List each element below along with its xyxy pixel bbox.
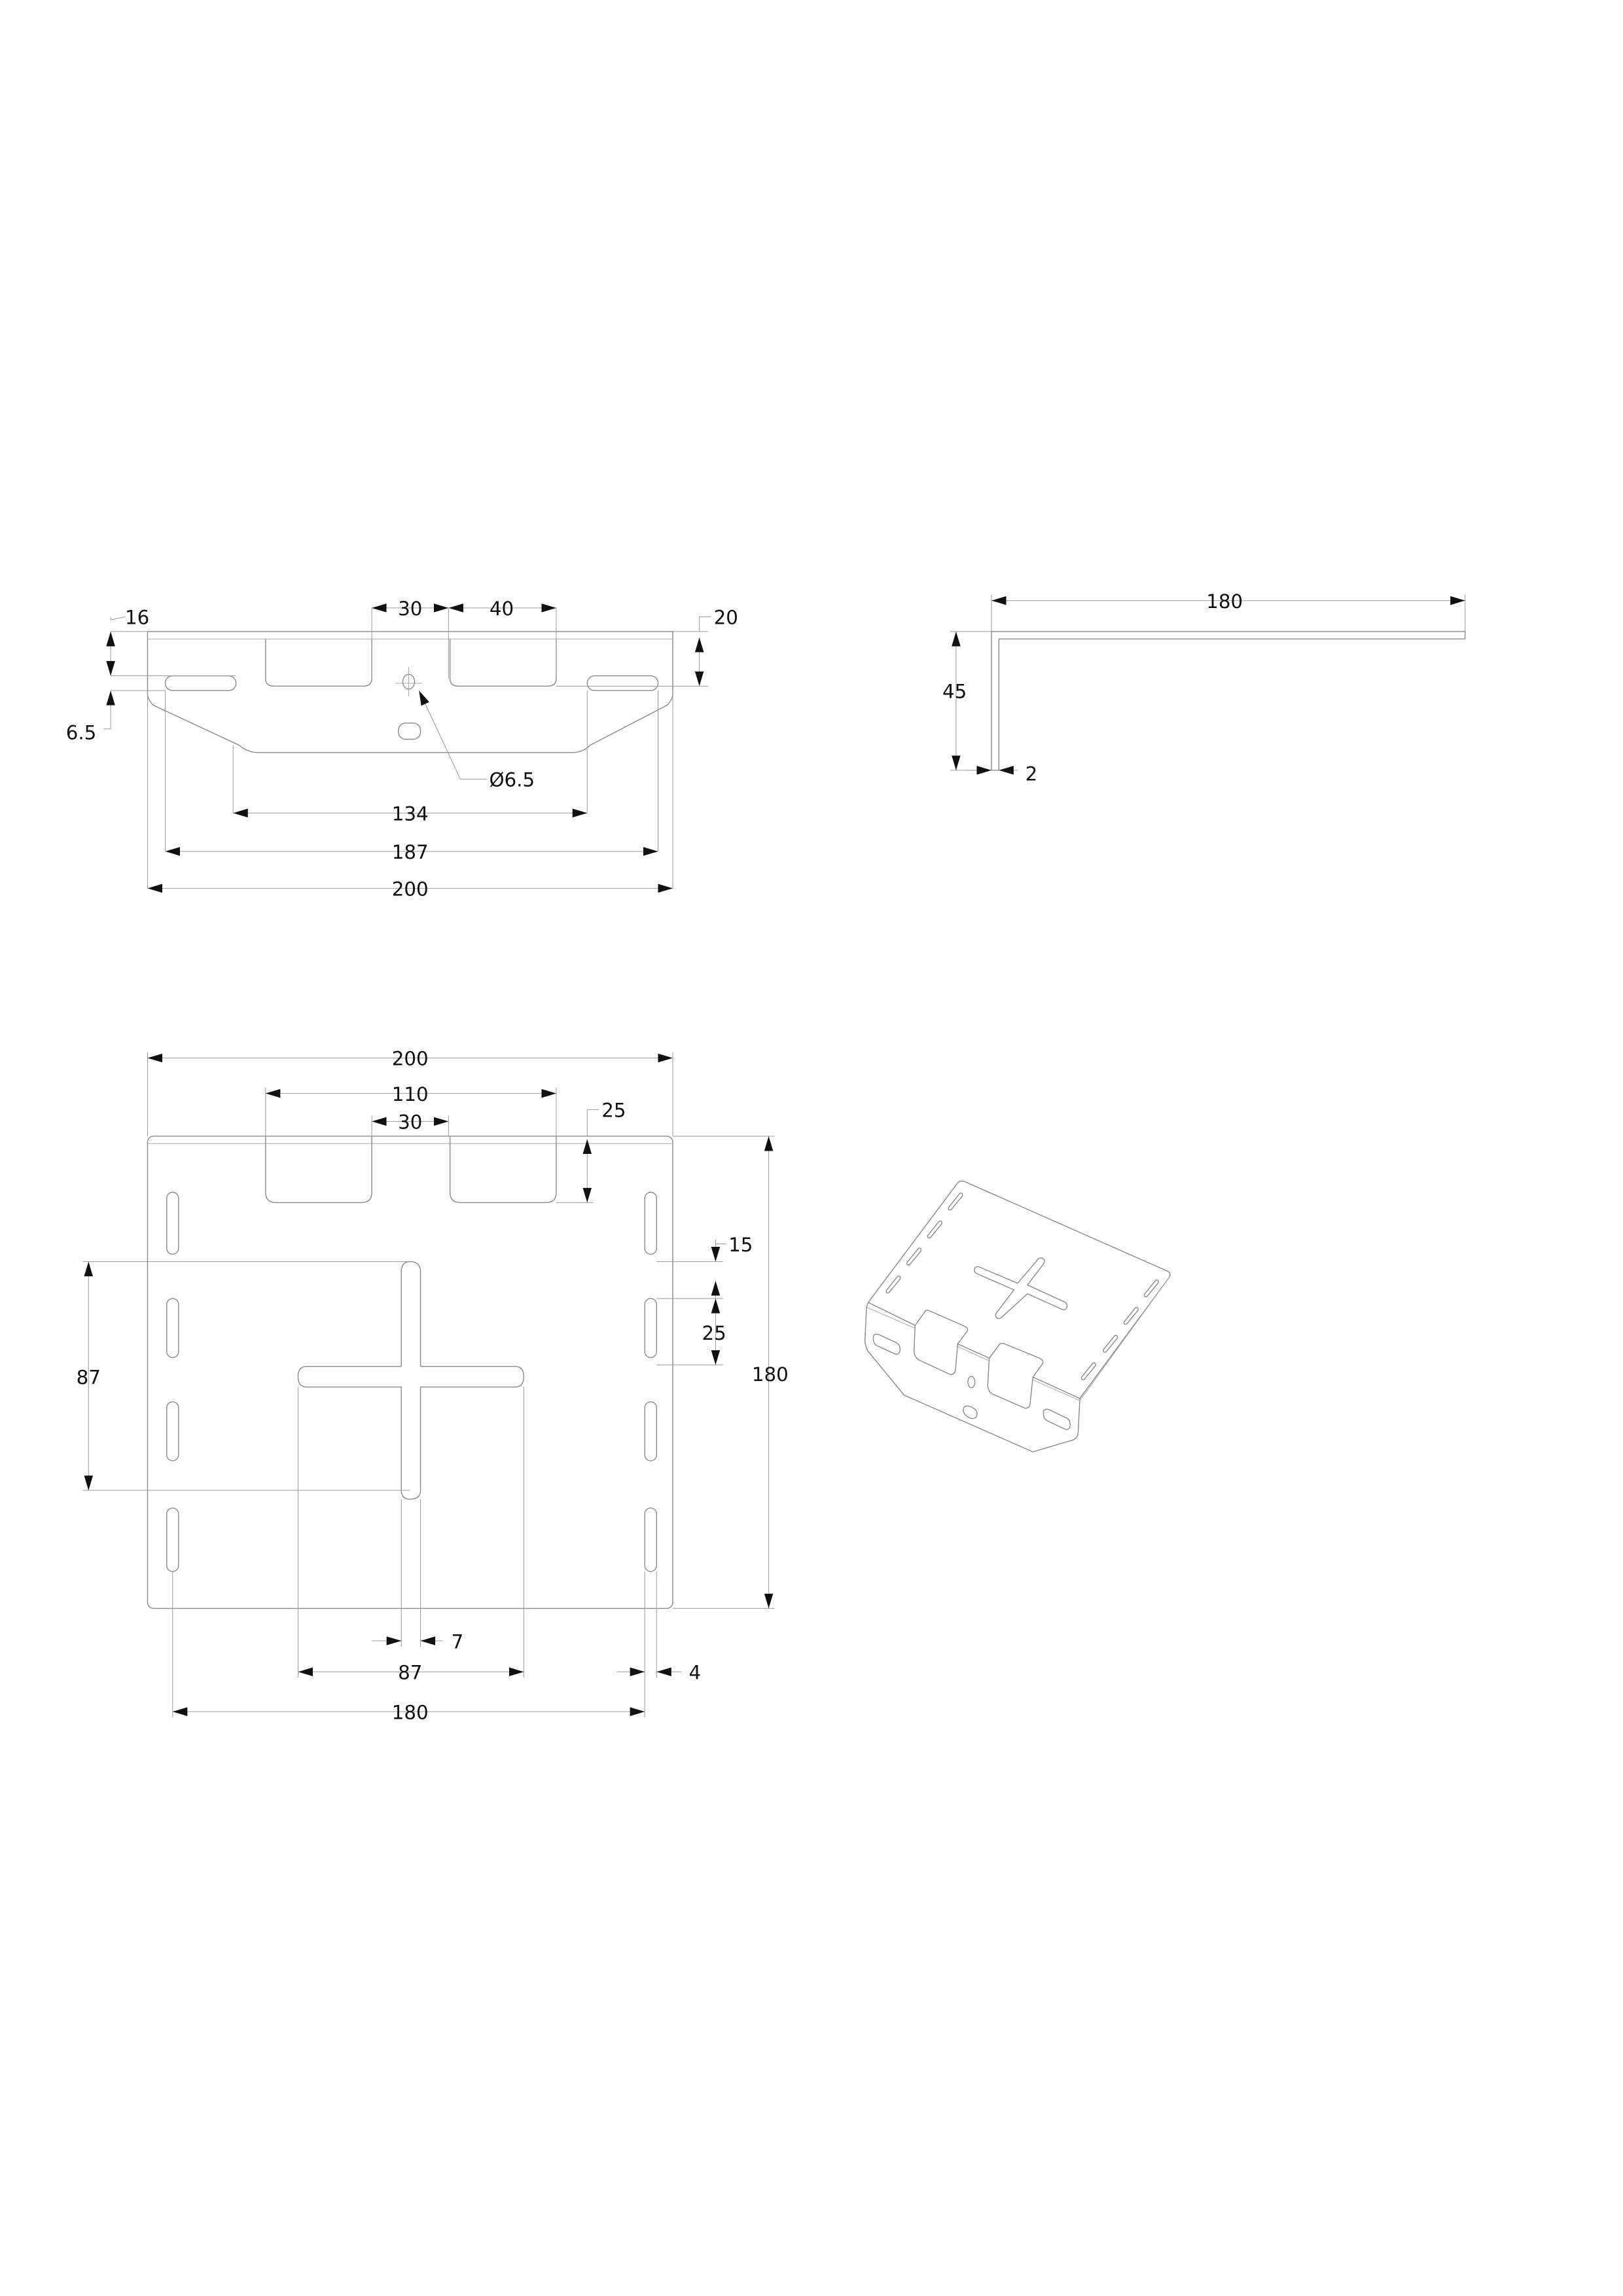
dim-40-label: 40 [490, 598, 514, 620]
notch-right [450, 639, 556, 686]
iso-notch-right [988, 1358, 1033, 1408]
iso-front-flange [865, 1302, 1080, 1452]
iso-center-slot [963, 1406, 977, 1418]
top-dim-180-horizontal-label: 180 [392, 1701, 429, 1723]
iso-slot-left [873, 1334, 900, 1354]
top-dim-87-horizontal-label: 87 [398, 1662, 422, 1684]
top-view: 200 110 30 25 15 25 180 87 [77, 1048, 789, 1724]
top-dim-200-label: 200 [392, 1048, 429, 1070]
right-slots [645, 1193, 656, 1571]
dim-200-label: 200 [392, 878, 429, 900]
top-dim-7-label: 7 [452, 1630, 464, 1653]
top-view-outline [147, 1136, 673, 1608]
front-view-outline [147, 632, 673, 753]
top-dim-25-right-label: 25 [702, 1322, 726, 1344]
top-dim-25-label: 25 [601, 1100, 626, 1122]
iso-center-hole [968, 1376, 975, 1388]
top-dim-180-vertical-label: 180 [752, 1363, 789, 1386]
dim-134-label: 134 [392, 803, 429, 825]
slot-right [587, 676, 658, 691]
top-dim-15-label: 15 [728, 1234, 753, 1256]
side-dim-180-label: 180 [1206, 590, 1243, 613]
front-view: 30 40 16 6.5 20 Ø6.5 134 187 200 [66, 598, 738, 900]
iso-slot-right [1043, 1409, 1070, 1429]
iso-slots-left-row [886, 1193, 963, 1293]
dim-30-label: 30 [398, 598, 422, 620]
left-slots [167, 1193, 179, 1571]
iso-cross-cutout [974, 1258, 1067, 1319]
iso-top-face [868, 1181, 1170, 1399]
top-notch-left [266, 1136, 372, 1202]
side-dim-2-label: 2 [1026, 763, 1038, 785]
isometric-view [865, 1181, 1170, 1452]
hole-diameter-label: Ø6.5 [489, 769, 535, 791]
dim-20-label: 20 [714, 607, 738, 629]
iso-notch-left [914, 1325, 958, 1374]
side-view: 180 45 2 [942, 590, 1465, 785]
top-dim-110-label: 110 [392, 1083, 429, 1105]
cross-cutout [298, 1262, 524, 1499]
top-notch-right [450, 1136, 556, 1202]
slot-left [166, 676, 236, 691]
top-dim-87-vertical-label: 87 [77, 1367, 101, 1389]
top-dim-4-label: 4 [689, 1662, 702, 1684]
iso-slots-right-row [1081, 1280, 1158, 1380]
top-dim-30-label: 30 [398, 1111, 422, 1134]
center-slot [399, 723, 421, 740]
side-view-profile [991, 632, 1465, 770]
dim-6-5-label: 6.5 [66, 722, 97, 744]
side-dim-45-label: 45 [942, 680, 967, 702]
notch-left [266, 639, 372, 686]
dim-187-label: 187 [392, 841, 429, 863]
dim-16-label: 16 [125, 607, 149, 629]
